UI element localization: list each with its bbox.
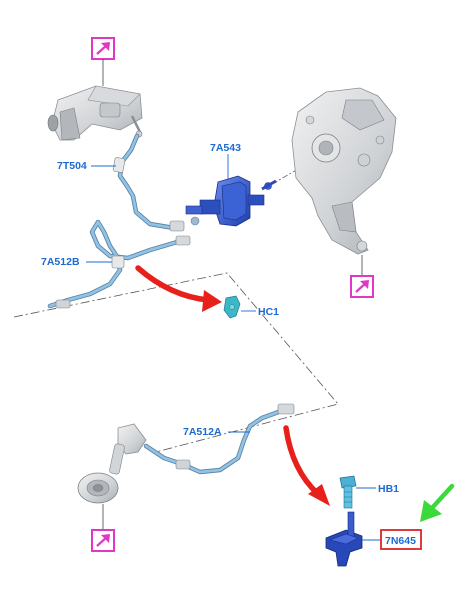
svg-text:7A512A: 7A512A bbox=[183, 426, 222, 438]
svg-text:HB1: HB1 bbox=[378, 483, 399, 495]
transmission-housing-part[interactable] bbox=[291, 87, 397, 255]
concentric-slave-cylinder-part[interactable] bbox=[77, 423, 147, 504]
reference-link-top[interactable] bbox=[91, 37, 115, 60]
master-cylinder-part[interactable] bbox=[47, 85, 143, 141]
arrow-up-right-icon bbox=[96, 42, 110, 55]
highlight-box bbox=[380, 529, 422, 550]
label-hb1[interactable]: HB1 bbox=[356, 483, 399, 495]
red-curved-arrow-icon bbox=[135, 265, 222, 312]
bolt-hb1-part[interactable] bbox=[339, 475, 357, 509]
green-arrow-icon bbox=[420, 483, 455, 522]
arrow-up-right-icon bbox=[96, 534, 110, 547]
hose-7a512b[interactable] bbox=[47, 219, 191, 309]
svg-text:7N645: 7N645 bbox=[385, 535, 416, 547]
svg-text:7A543: 7A543 bbox=[210, 142, 241, 154]
hose-7a512a[interactable] bbox=[143, 403, 295, 475]
label-7a543[interactable]: 7A543 bbox=[210, 142, 241, 180]
svg-text:HC1: HC1 bbox=[258, 306, 279, 318]
slave-cylinder-7a543-part[interactable] bbox=[185, 175, 277, 227]
red-curved-arrow-icon bbox=[283, 425, 330, 506]
svg-text:7A512B: 7A512B bbox=[41, 256, 80, 268]
bracket-7n645-part[interactable] bbox=[325, 511, 363, 567]
clip-hc1-part[interactable] bbox=[223, 295, 241, 319]
svg-text:7T504: 7T504 bbox=[57, 160, 87, 172]
hose-7t504[interactable] bbox=[112, 133, 200, 232]
label-7t504[interactable]: 7T504 bbox=[57, 160, 116, 172]
arrow-up-right-icon bbox=[355, 280, 369, 293]
reference-link-right[interactable] bbox=[350, 275, 374, 298]
label-7a512a[interactable]: 7A512A bbox=[183, 426, 250, 438]
reference-link-bottom[interactable] bbox=[91, 529, 115, 552]
label-7n645[interactable]: 7N645 bbox=[362, 529, 422, 550]
label-hc1[interactable]: HC1 bbox=[241, 306, 279, 318]
label-7a512b[interactable]: 7A512B bbox=[41, 256, 112, 268]
